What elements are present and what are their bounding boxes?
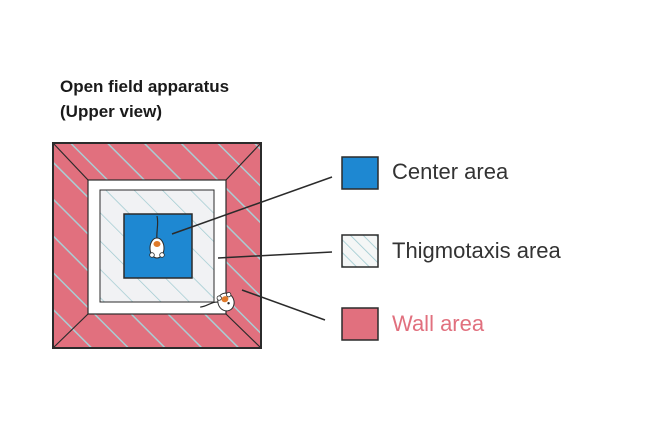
diagram-title: Open field apparatus (Upper view) <box>60 74 229 124</box>
pointer-lines <box>171 176 333 321</box>
legend-swatch-thigmotaxis <box>341 234 379 268</box>
mouse-icon <box>149 215 165 259</box>
legend-label-thigmotaxis: Thigmotaxis area <box>392 238 561 263</box>
legend-swatch-center <box>341 156 379 190</box>
legend-swatch-wall <box>341 307 379 341</box>
legend-label-center: Center area <box>392 159 509 184</box>
pointer-line-wall <box>241 289 326 321</box>
pointer-line-center <box>171 176 333 235</box>
mouse-icon <box>200 292 235 312</box>
pointer-line-thigmotaxis <box>217 251 333 259</box>
wall-bevel-lines <box>52 142 262 349</box>
title-line-2: (Upper view) <box>60 102 163 121</box>
title-line-1: Open field apparatus <box>60 77 230 96</box>
legend-label-wall: Wall area <box>392 311 485 336</box>
